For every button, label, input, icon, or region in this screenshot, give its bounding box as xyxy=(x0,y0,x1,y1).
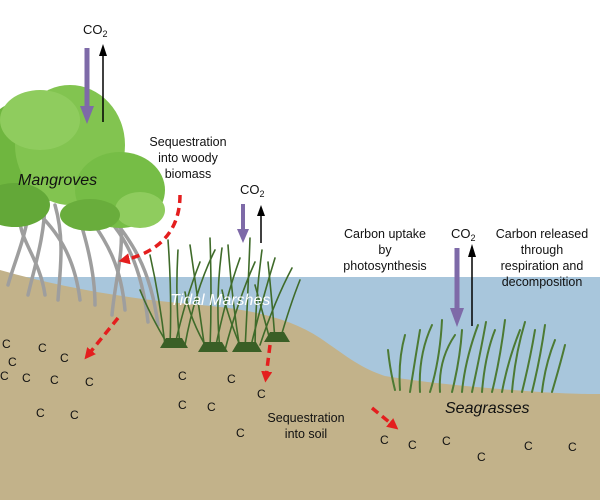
annotation-line: Sequestration xyxy=(149,135,227,149)
soil-carbon-marker: C xyxy=(227,372,236,386)
co2-label-mangroves: CO2 xyxy=(83,22,108,39)
annotation-line: Carbon released xyxy=(495,227,589,241)
ecosystem-label-seagrasses: Seagrasses xyxy=(445,400,530,417)
soil-carbon-marker: C xyxy=(36,406,45,420)
soil-carbon-marker: C xyxy=(38,341,47,355)
soil-carbon-marker: C xyxy=(22,371,31,385)
co2-arrows xyxy=(80,44,476,327)
soil-carbon-marker: C xyxy=(0,369,9,383)
annotation-line: Sequestration xyxy=(267,411,345,425)
annotation-carbon-released: Carbon released through respiration and … xyxy=(486,226,598,290)
annotation-carbon-uptake: Carbon uptake by photosynthesis xyxy=(333,226,437,274)
annotation-line: into soil xyxy=(284,427,328,441)
soil-carbon-marker: C xyxy=(178,398,187,412)
co2-label-seagrasses: CO2 xyxy=(451,226,476,243)
soil-carbon-marker: C xyxy=(236,426,245,440)
soil-carbon-marker: C xyxy=(60,351,69,365)
sediment xyxy=(0,270,600,500)
soil-carbon-marker: C xyxy=(8,355,17,369)
soil-carbon-marker: C xyxy=(178,369,187,383)
soil-carbon-marker: C xyxy=(524,439,533,453)
soil-carbon-marker: C xyxy=(408,438,417,452)
annotation-line: through xyxy=(520,243,564,257)
soil-carbon-marker: C xyxy=(477,450,486,464)
annotation-line: decomposition xyxy=(501,275,583,289)
annotation-line: by xyxy=(378,243,392,257)
seagrass-blades xyxy=(387,319,566,393)
tidal-marsh-clumps xyxy=(160,332,290,352)
soil-carbon-marker: C xyxy=(380,433,389,447)
annotation-line: into woody xyxy=(158,151,218,165)
ecosystem-label-mangroves: Mangroves xyxy=(18,172,98,189)
annotation-line: Carbon uptake xyxy=(343,227,426,241)
annotation-woody-biomass: Sequestration into woody biomass xyxy=(138,134,238,182)
soil-carbon-marker: C xyxy=(50,373,59,387)
soil-carbon-marker: C xyxy=(70,408,79,422)
soil-carbon-marker: C xyxy=(207,400,216,414)
soil-carbon-marker: C xyxy=(442,434,451,448)
ecosystem-label-tidal-marshes: Tidal Marshes xyxy=(170,292,271,309)
tidal-marsh-grass xyxy=(139,237,301,351)
annotation-line: photosynthesis xyxy=(343,259,427,273)
annotation-soil: Sequestration into soil xyxy=(256,410,356,442)
annotation-line: respiration and xyxy=(500,259,584,273)
soil-carbon-marker: C xyxy=(85,375,94,389)
soil-carbon-marker: C xyxy=(568,440,577,454)
co2-label-tidal-marshes: CO2 xyxy=(240,182,265,199)
soil-carbon-marker: C xyxy=(257,387,266,401)
annotation-line: biomass xyxy=(164,167,212,181)
mangrove-canopy xyxy=(0,85,165,231)
soil-carbon-marker: C xyxy=(2,337,11,351)
sequestration-arrows xyxy=(84,194,399,430)
